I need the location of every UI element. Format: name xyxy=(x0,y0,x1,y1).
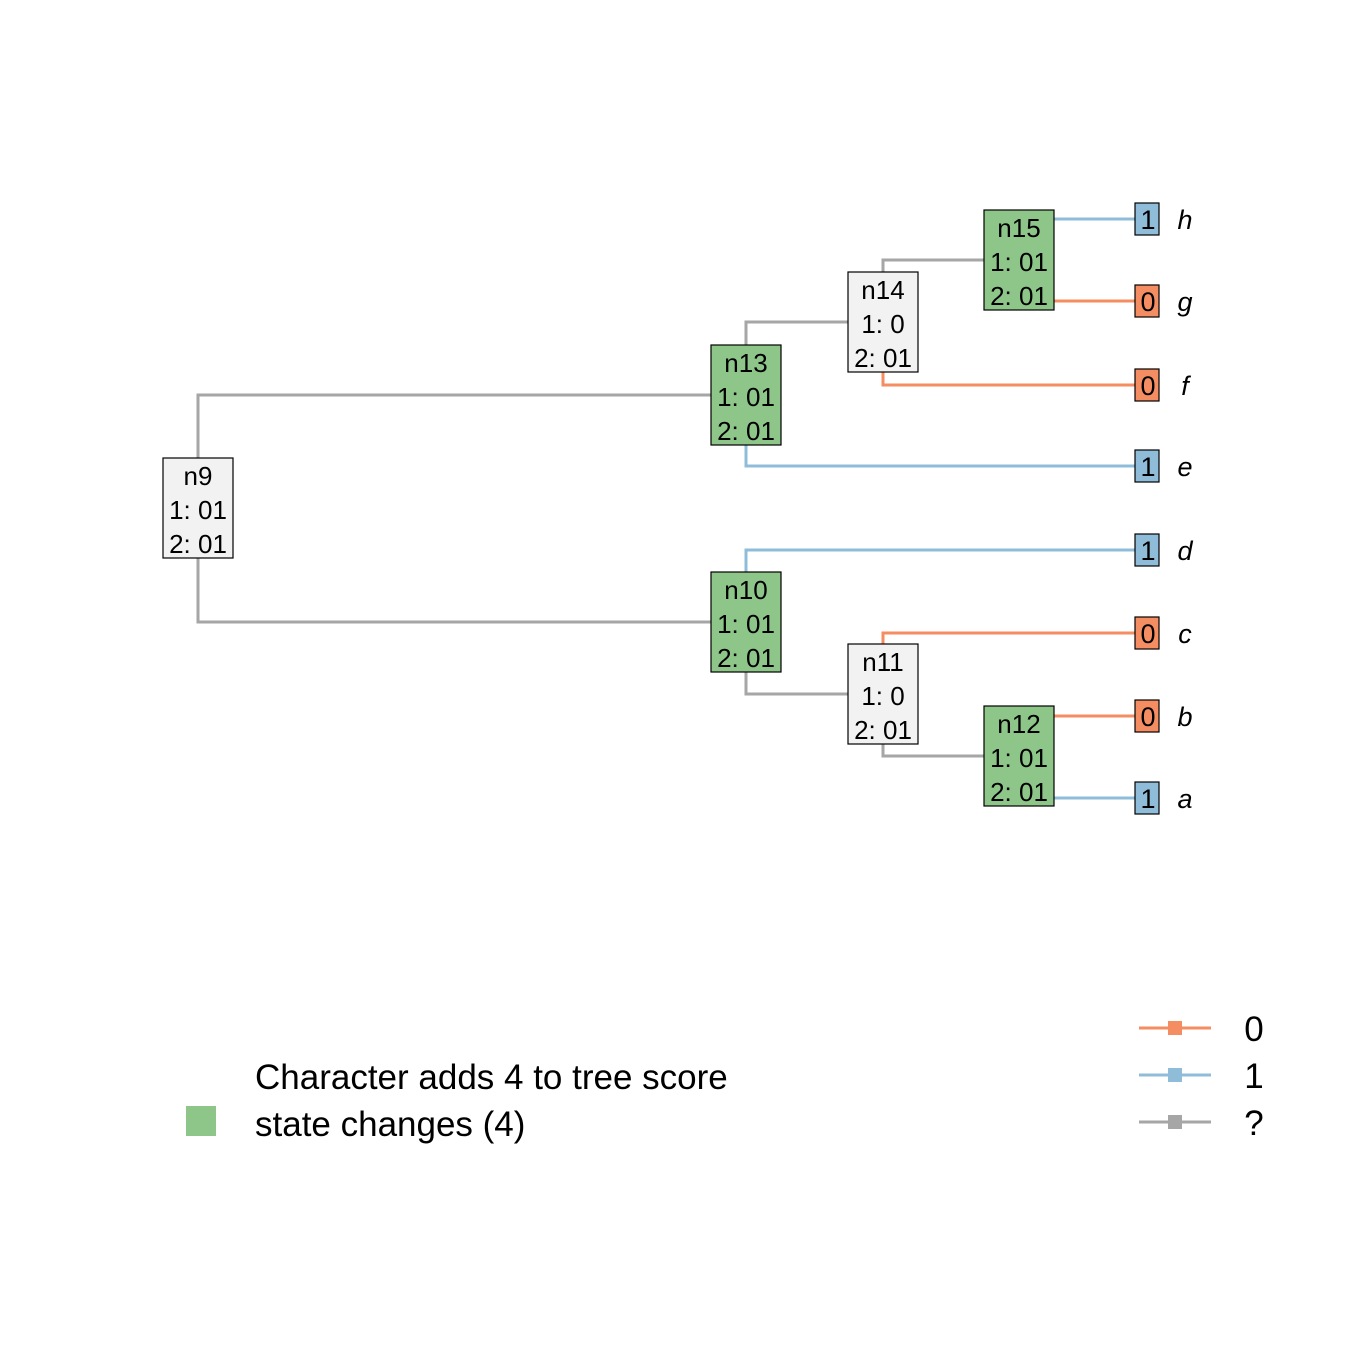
tip-g-state: 0 xyxy=(1140,287,1155,317)
node-n14-char1: 1: 0 xyxy=(861,309,904,339)
node-n12-box xyxy=(983,705,1055,807)
node-n10-box xyxy=(710,571,782,673)
node-n15-box xyxy=(983,209,1055,311)
tip-h-state: 1 xyxy=(1140,205,1155,235)
tip-f-label: f xyxy=(1181,371,1191,401)
changes-text: state changes (4) xyxy=(255,1105,525,1144)
edge-n11-c xyxy=(881,631,1147,694)
state-legend-item-2: ? xyxy=(1139,1104,1264,1143)
tip-c-state-box xyxy=(1134,616,1160,650)
node-n14-box xyxy=(847,271,919,373)
tip-c-label: c xyxy=(1178,619,1192,649)
node-n9-char2: 2: 01 xyxy=(169,529,227,559)
node-n14-char2: 2: 01 xyxy=(854,343,912,373)
node-n11-char2: 2: 01 xyxy=(854,715,912,745)
tip-e-state: 1 xyxy=(1140,452,1155,482)
node-n15-char1: 1: 01 xyxy=(990,247,1048,277)
node-n10-char1: 1: 01 xyxy=(717,609,775,639)
node-n12-char1: 1: 01 xyxy=(990,743,1048,773)
node-n13: n13 1: 01 2: 01 xyxy=(710,344,782,446)
changes-swatch xyxy=(186,1106,216,1136)
node-n12: n12 1: 01 2: 01 xyxy=(983,705,1055,807)
tip-b-label: b xyxy=(1177,702,1192,732)
edge-n10-d xyxy=(744,548,1147,622)
tip-b-state-box xyxy=(1134,699,1160,733)
edge-n13-e xyxy=(744,395,1147,468)
tip-d-state-box xyxy=(1134,533,1160,567)
state-legend-item-0: 0 xyxy=(1139,1010,1264,1049)
tip-e-state-box xyxy=(1134,449,1160,483)
node-n11-char1: 1: 0 xyxy=(861,681,904,711)
node-n11-label: n11 xyxy=(862,647,903,677)
node-n13-char1: 1: 01 xyxy=(717,382,775,412)
node-n15: n15 1: 01 2: 01 xyxy=(983,209,1055,311)
score-text: Character adds 4 to tree score xyxy=(255,1058,728,1097)
state-legend: 0 1? xyxy=(1139,1010,1264,1143)
tip-b-state: 0 xyxy=(1140,702,1155,732)
tip-d-label: d xyxy=(1177,536,1193,566)
edge-n9-n13 xyxy=(196,393,746,508)
tip-d-state: 1 xyxy=(1140,536,1155,566)
state-legend-label-2: ? xyxy=(1244,1104,1263,1143)
edge-n14-f xyxy=(881,322,1147,387)
node-n15-label: n15 xyxy=(997,213,1040,243)
node-n9-label: n9 xyxy=(184,461,213,491)
node-n10-char2: 2: 01 xyxy=(717,643,775,673)
node-n11-box xyxy=(847,643,919,745)
node-n12-label: n12 xyxy=(997,709,1040,739)
node-n10-label: n10 xyxy=(724,575,767,605)
node-n9: n9 1: 01 2: 01 xyxy=(162,457,234,559)
tip-c-state: 0 xyxy=(1140,619,1155,649)
node-n13-label: n13 xyxy=(724,348,767,378)
node-n12-char2: 2: 01 xyxy=(990,777,1048,807)
node-n9-box xyxy=(162,457,234,559)
node-n14: n14 1: 0 2: 01 xyxy=(847,271,919,373)
node-n13-box xyxy=(710,344,782,446)
state-legend-label-1: 1 xyxy=(1244,1057,1263,1096)
state-legend-label-0: 0 xyxy=(1244,1010,1263,1049)
state-legend-marker-2 xyxy=(1168,1115,1182,1129)
tip-a-state-box xyxy=(1134,781,1160,815)
tip-e-label: e xyxy=(1177,452,1192,482)
edge-n9-n10 xyxy=(196,508,746,624)
tip-h-state-box xyxy=(1134,202,1160,236)
node-n11: n11 1: 0 2: 01 xyxy=(847,643,919,745)
state-legend-item-1: 1 xyxy=(1139,1057,1264,1096)
state-legend-marker-1 xyxy=(1168,1068,1182,1082)
tip-f-state-box xyxy=(1134,368,1160,402)
tip-a-label: a xyxy=(1177,784,1192,814)
node-n14-label: n14 xyxy=(861,275,904,305)
tip-f-state: 0 xyxy=(1140,371,1155,401)
node-n10: n10 1: 01 2: 01 xyxy=(710,571,782,673)
tip-a-state: 1 xyxy=(1140,784,1155,814)
node-n13-char2: 2: 01 xyxy=(717,416,775,446)
node-n15-char2: 2: 01 xyxy=(990,281,1048,311)
tip-h-label: h xyxy=(1177,205,1192,235)
node-n9-char1: 1: 01 xyxy=(169,495,227,525)
state-legend-marker-0 xyxy=(1168,1021,1182,1035)
tip-g-label: g xyxy=(1177,287,1192,317)
score-legend: Character adds 4 to tree score state cha… xyxy=(186,1058,728,1144)
tip-g-state-box xyxy=(1134,284,1160,318)
